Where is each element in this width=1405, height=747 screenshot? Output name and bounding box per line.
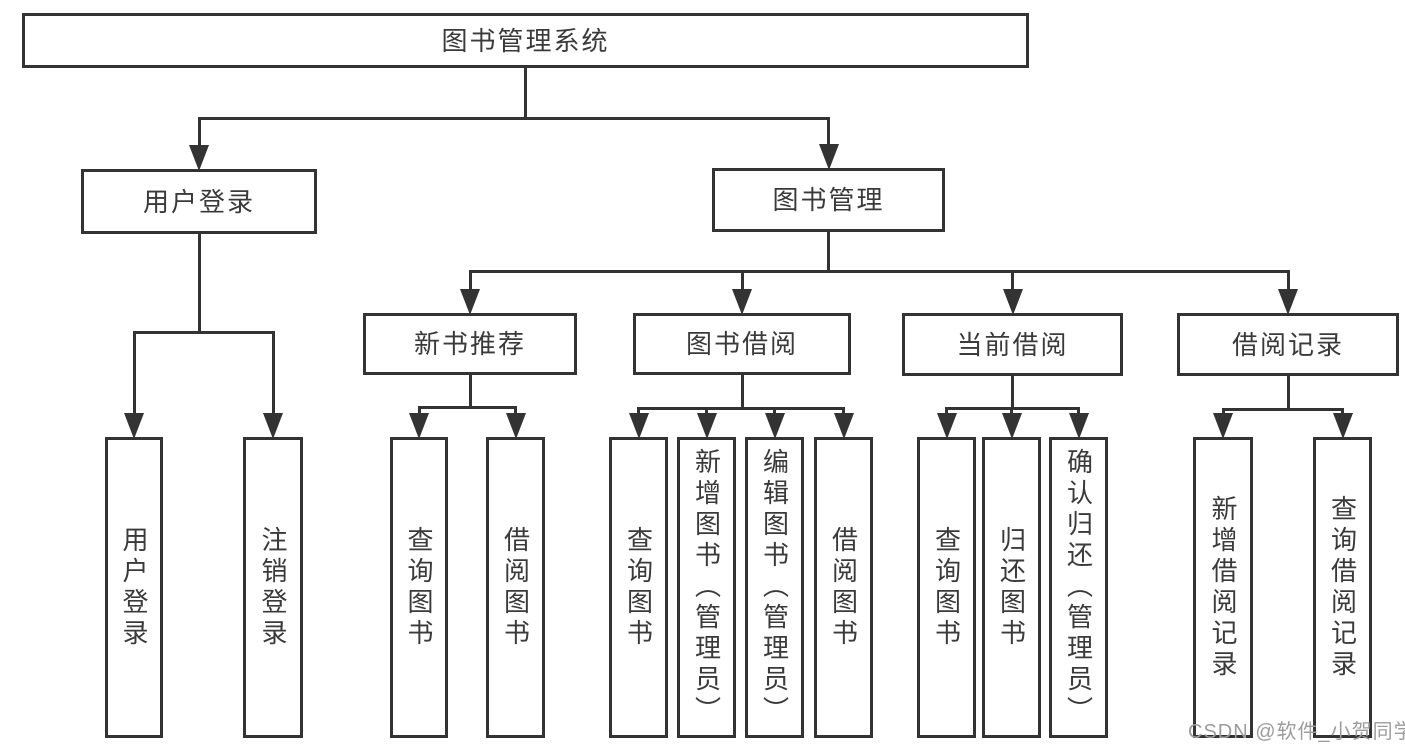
connector-drop-leaf-bb-query	[637, 408, 640, 413]
node-label-leaf-bb-add: 新增图书（管理员）	[691, 448, 722, 727]
node-label-book-borrow: 图书借阅	[685, 329, 798, 359]
connector-drop-leaf-bb-add	[705, 408, 708, 413]
node-label-leaf-br-add: 新增借阅记录	[1208, 494, 1238, 681]
node-user-login: 用户登录	[81, 169, 317, 234]
connector-drop-current-borrow	[1011, 271, 1014, 289]
connector-drop-book-mgmt	[827, 118, 830, 144]
node-current-borrow: 当前借阅	[902, 313, 1123, 376]
connector-drop-leaf-cb-confirm	[1077, 408, 1080, 413]
csdn-watermark: CSDN @软件_小贺同学	[1188, 721, 1405, 743]
connector-stem-new-book-rec	[468, 375, 472, 409]
arrowhead-down-icon-leaf-cb-return	[1001, 413, 1022, 439]
node-label-leaf-bb-query: 查询图书	[623, 525, 654, 650]
arrowhead-down-icon-leaf-bb-borrow	[833, 413, 854, 439]
node-label-leaf-user-login: 用户登录	[119, 525, 149, 650]
connector-bar-book-borrow	[637, 406, 845, 410]
node-label-leaf-br-query: 查询借阅记录	[1327, 494, 1358, 681]
connector-drop-book-borrow	[740, 271, 744, 289]
node-label-leaf-bb-edit: 编辑图书（管理员）	[759, 448, 790, 727]
connector-bar-user-login	[132, 330, 275, 334]
connector-bar-new-book-rec	[417, 405, 517, 409]
arrowhead-down-icon-leaf-user-login	[124, 413, 144, 439]
node-label-borrow-record: 借阅记录	[1231, 329, 1344, 360]
connector-stem-book-borrow	[740, 375, 744, 410]
connector-drop-leaf-user-login	[132, 332, 136, 413]
connector-drop-leaf-logout	[271, 332, 275, 413]
node-leaf-bb-borrow: 借阅图书	[814, 437, 873, 738]
connector-bar-root	[197, 116, 830, 120]
arrowhead-down-icon-leaf-nbr-borrow	[505, 413, 526, 439]
node-leaf-cb-return: 归还图书	[982, 437, 1041, 738]
node-root: 图书管理系统	[22, 13, 1029, 68]
connector-drop-leaf-nbr-borrow	[514, 407, 517, 413]
node-label-leaf-cb-return: 归还图书	[996, 525, 1027, 650]
connector-drop-leaf-bb-edit	[773, 408, 776, 413]
arrowhead-down-icon-leaf-logout	[263, 413, 283, 439]
node-label-leaf-nbr-query: 查询图书	[404, 525, 434, 650]
node-leaf-br-add: 新增借阅记录	[1193, 437, 1253, 738]
node-leaf-nbr-query: 查询图书	[390, 437, 448, 738]
arrowhead-down-icon-leaf-cb-query	[936, 413, 957, 439]
arrowhead-down-icon-current-borrow	[1002, 289, 1023, 315]
arrowhead-down-icon-leaf-cb-confirm	[1068, 413, 1089, 439]
connector-drop-leaf-cb-query	[945, 408, 948, 413]
node-leaf-cb-confirm: 确认归还（管理员）	[1049, 437, 1108, 738]
connector-stem-book-mgmt	[827, 232, 830, 273]
node-book-borrow: 图书借阅	[633, 313, 851, 375]
node-book-mgmt: 图书管理	[712, 168, 945, 232]
node-leaf-bb-add: 新增图书（管理员）	[677, 437, 736, 738]
node-leaf-logout: 注销登录	[243, 437, 303, 738]
connector-drop-leaf-br-query	[1341, 409, 1344, 413]
connector-drop-leaf-nbr-query	[417, 407, 421, 413]
connector-bar-borrow-record	[1221, 407, 1344, 411]
node-label-leaf-cb-confirm: 确认归还（管理员）	[1063, 448, 1094, 727]
node-label-leaf-nbr-borrow: 借阅图书	[500, 525, 531, 650]
connector-drop-leaf-br-add	[1221, 409, 1225, 413]
connector-stem-borrow-record	[1286, 376, 1290, 411]
node-label-leaf-logout: 注销登录	[258, 525, 288, 650]
node-leaf-user-login: 用户登录	[105, 437, 163, 738]
node-label-new-book-rec: 新书推荐	[413, 329, 526, 359]
node-leaf-nbr-borrow: 借阅图书	[486, 437, 545, 738]
node-leaf-bb-edit: 编辑图书（管理员）	[745, 437, 804, 738]
node-label-root: 图书管理系统	[441, 25, 610, 56]
node-label-current-borrow: 当前借阅	[956, 329, 1069, 360]
connector-drop-borrow-record	[1286, 271, 1290, 289]
arrowhead-down-icon-borrow-record	[1278, 289, 1298, 315]
arrowhead-down-icon-leaf-bb-add	[696, 413, 717, 439]
node-label-leaf-bb-borrow: 借阅图书	[828, 525, 859, 650]
connector-bar-book-mgmt	[468, 269, 1290, 273]
arrowhead-down-icon-user-login	[189, 145, 209, 171]
connector-stem-root	[524, 68, 527, 120]
connector-drop-new-book-rec	[468, 271, 472, 289]
connector-drop-user-login	[197, 118, 201, 145]
node-label-user-login: 用户登录	[142, 186, 255, 217]
connector-stem-current-borrow	[1011, 376, 1014, 410]
node-leaf-br-query: 查询借阅记录	[1313, 437, 1372, 738]
node-leaf-bb-query: 查询图书	[609, 437, 668, 738]
node-label-leaf-cb-query: 查询图书	[931, 525, 962, 650]
arrowhead-down-icon-leaf-bb-edit	[764, 413, 785, 439]
connector-drop-leaf-cb-return	[1010, 408, 1013, 413]
arrowhead-down-icon-new-book-rec	[460, 289, 480, 315]
connector-drop-leaf-bb-borrow	[842, 408, 845, 413]
node-borrow-record: 借阅记录	[1177, 313, 1399, 376]
node-label-book-mgmt: 图书管理	[772, 185, 885, 215]
arrowhead-down-icon-leaf-br-add	[1213, 413, 1233, 439]
arrowhead-down-icon-leaf-bb-query	[628, 413, 649, 439]
arrowhead-down-icon-book-borrow	[732, 289, 752, 315]
arrowhead-down-icon-leaf-br-query	[1332, 413, 1353, 439]
connector-stem-user-login	[197, 234, 201, 334]
arrowhead-down-icon-book-mgmt	[818, 144, 839, 170]
node-new-book-rec: 新书推荐	[363, 313, 577, 375]
arrowhead-down-icon-leaf-nbr-query	[409, 413, 429, 439]
node-leaf-cb-query: 查询图书	[917, 437, 976, 738]
